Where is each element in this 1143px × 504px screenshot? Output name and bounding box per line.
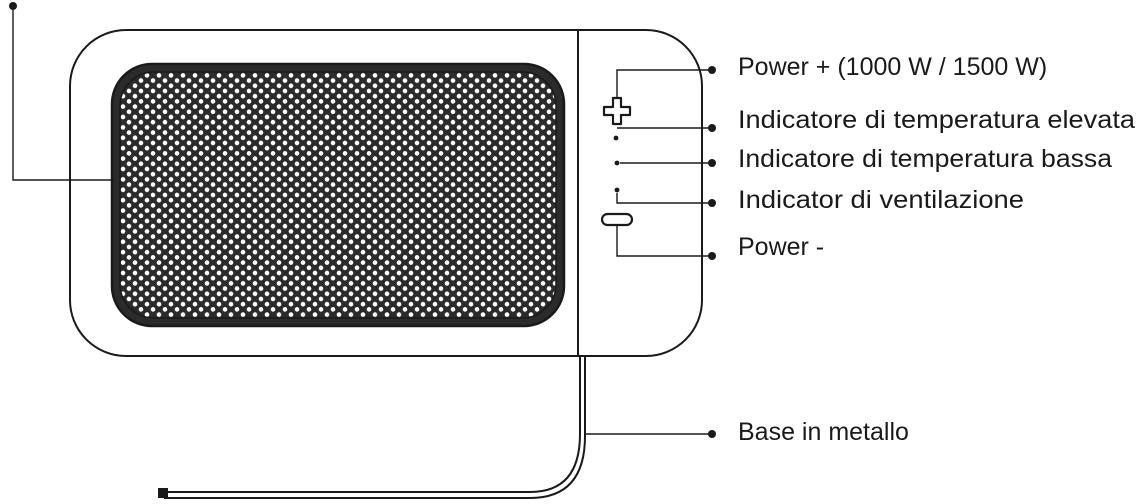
low-temp-leader-dot [708, 159, 716, 167]
grille-mesh [120, 72, 556, 318]
heater-body [69, 29, 703, 357]
plus-icon [602, 96, 632, 126]
label-power-plus: Power + (1000 W / 1500 W) [738, 53, 1047, 81]
ventilation-leader [616, 193, 712, 204]
callout-labels: Power + (1000 W / 1500 W) Indicatore di … [738, 53, 1135, 446]
ventilation-leader-dot [708, 199, 716, 207]
grille-leader [12, 6, 114, 181]
metal-base [158, 356, 586, 499]
heater-housing [69, 29, 703, 357]
stand-rod-inner [164, 356, 586, 499]
label-high-temp-indicator: Indicatore di temperatura elevata [738, 106, 1135, 134]
label-ventilation-indicator: Indicator di ventilazione [738, 186, 1024, 214]
high-temp-leader-dot [708, 124, 716, 132]
power-plus-leader [616, 69, 712, 98]
power-plus-leader-dot [708, 66, 716, 74]
front-grille [110, 62, 566, 328]
power-minus-leader-dot [708, 252, 716, 260]
high-temp-indicator-led [613, 135, 619, 141]
control-panel [600, 96, 634, 227]
grille-frame-inner [119, 71, 557, 319]
stand-rod [162, 356, 581, 493]
ventilation-indicator-led [614, 187, 620, 193]
stand-foot [158, 488, 168, 498]
leader-lines [9, 2, 716, 438]
low-temp-indicator-led [614, 160, 620, 166]
metal-base-leader-dot [708, 430, 716, 438]
label-low-temp-indicator: Indicatore di temperatura bassa [738, 145, 1112, 173]
label-metal-base: Base in metallo [738, 418, 909, 446]
minus-icon [600, 212, 634, 227]
power-minus-leader [616, 225, 712, 257]
label-power-minus: Power - [738, 233, 824, 261]
